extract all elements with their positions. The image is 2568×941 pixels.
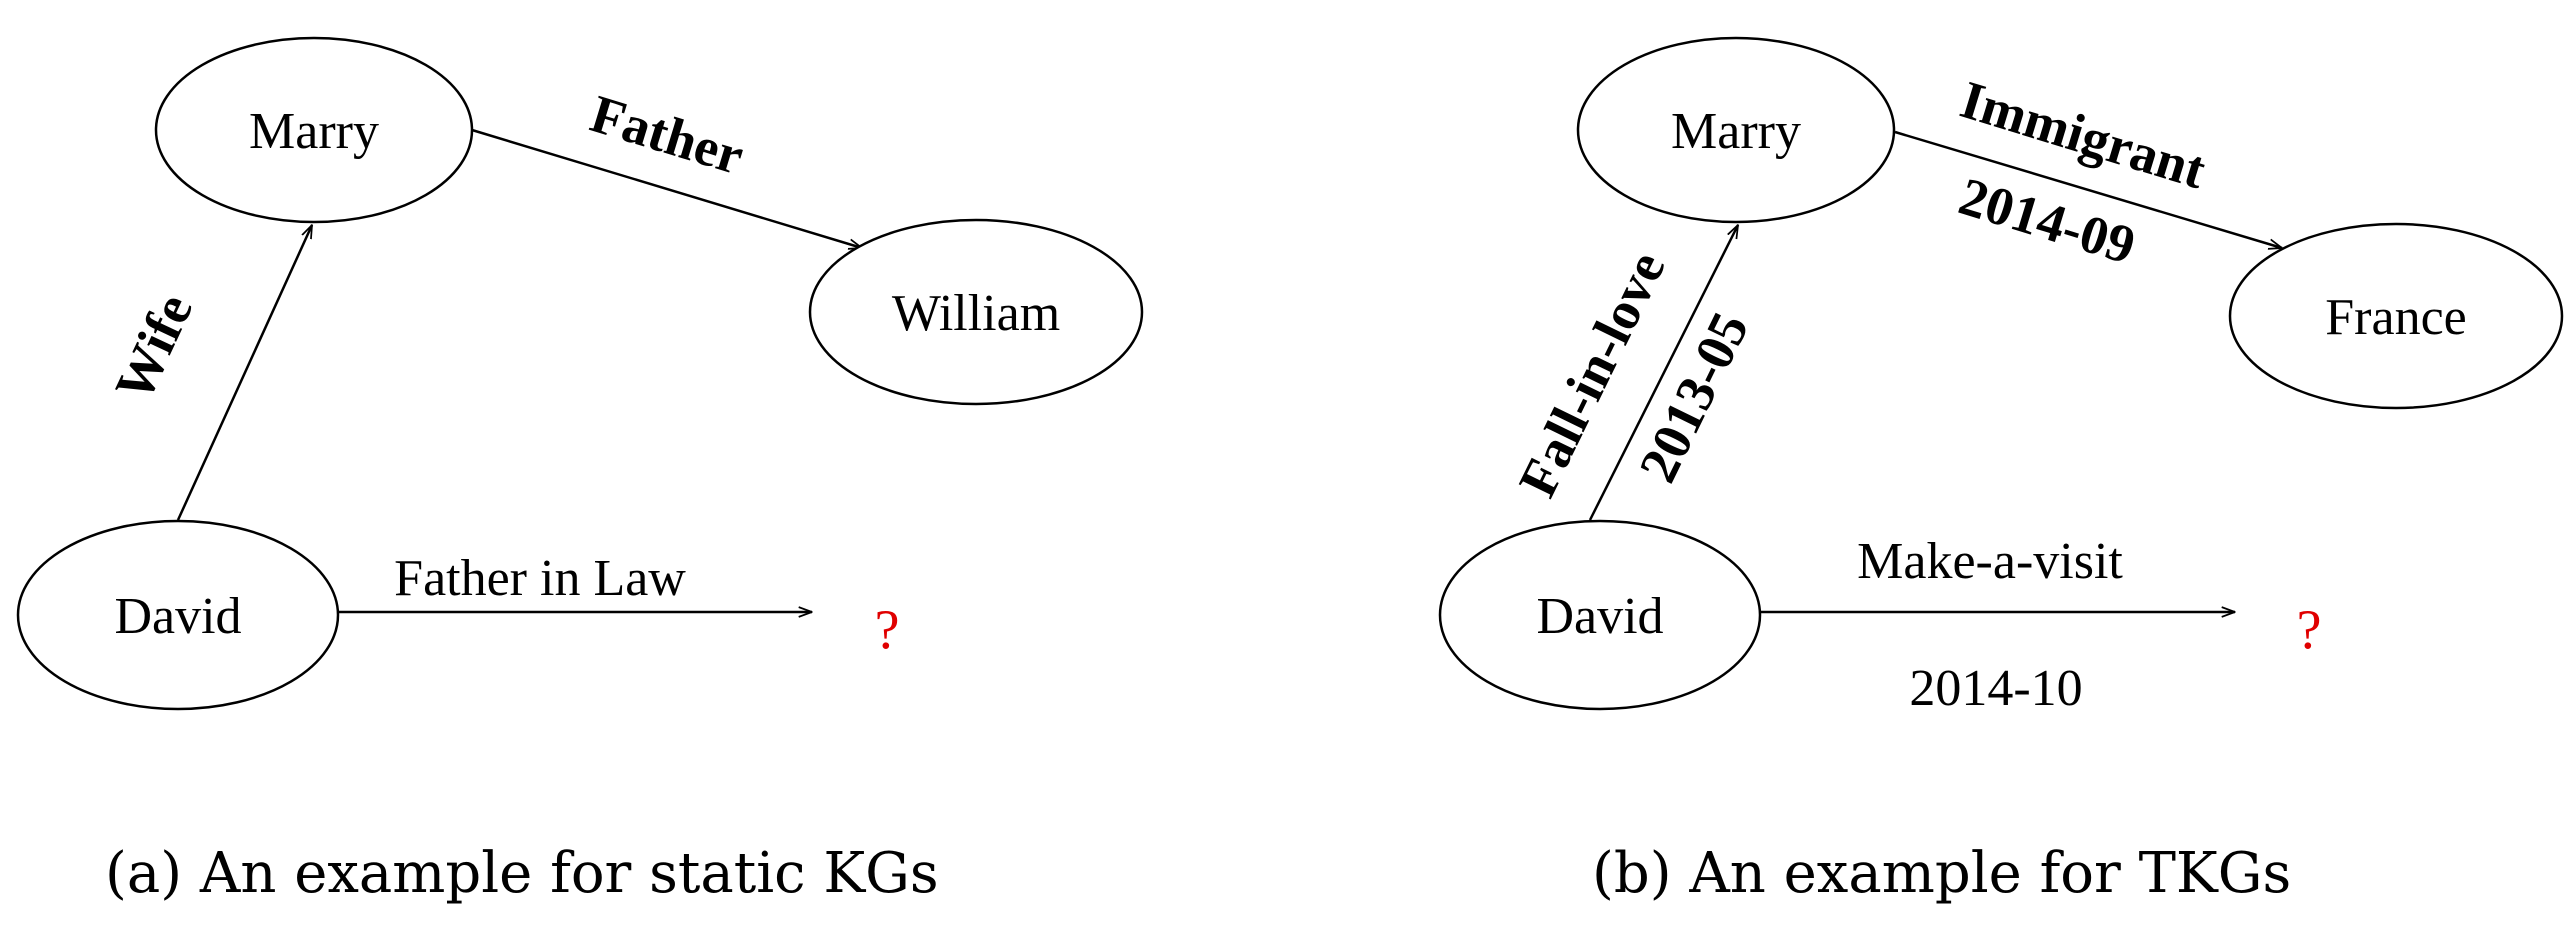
edge-david-marry-b bbox=[1588, 225, 1738, 521]
node-unknown-a: ? bbox=[875, 599, 900, 661]
node-marry-label: Marry bbox=[249, 103, 379, 160]
edge-label-make-a-visit: Make-a-visit bbox=[1857, 533, 2123, 590]
node-william bbox=[808, 218, 1144, 406]
edge-label-wife: Wife bbox=[103, 285, 204, 410]
node-david-label: David bbox=[114, 588, 241, 645]
node-david-b-label: David bbox=[1536, 588, 1663, 645]
edge-label-father-in-law: Father in Law bbox=[394, 550, 686, 607]
node-france bbox=[2228, 222, 2564, 410]
caption-b: (b) An example for TKGs bbox=[1592, 841, 2291, 906]
node-marry-b bbox=[1576, 36, 1896, 224]
node-william-label: William bbox=[892, 285, 1060, 342]
edge-marry-william bbox=[471, 128, 862, 248]
edge-label-make-a-visit-date: 2014-10 bbox=[1909, 660, 2082, 717]
panel-b: Marry France David ? Immigrant 2014-09 F… bbox=[1438, 36, 2564, 906]
node-france-label: France bbox=[2325, 289, 2466, 346]
node-david bbox=[16, 519, 340, 711]
node-marry-b-label: Marry bbox=[1671, 103, 1801, 160]
edge-label-immigrant-date: 2014-09 bbox=[1952, 166, 2142, 276]
edge-marry-france bbox=[1894, 130, 2282, 248]
caption-a: (a) An example for static KGs bbox=[105, 841, 939, 906]
edge-label-fall-in-love-date: 2013-05 bbox=[1627, 303, 1760, 491]
edge-david-marry bbox=[176, 225, 314, 521]
node-david-b bbox=[1438, 519, 1762, 711]
panel-a: Marry William David ? Father Wife Father… bbox=[16, 36, 1144, 906]
node-marry bbox=[154, 36, 474, 224]
node-unknown-b: ? bbox=[2297, 599, 2322, 661]
